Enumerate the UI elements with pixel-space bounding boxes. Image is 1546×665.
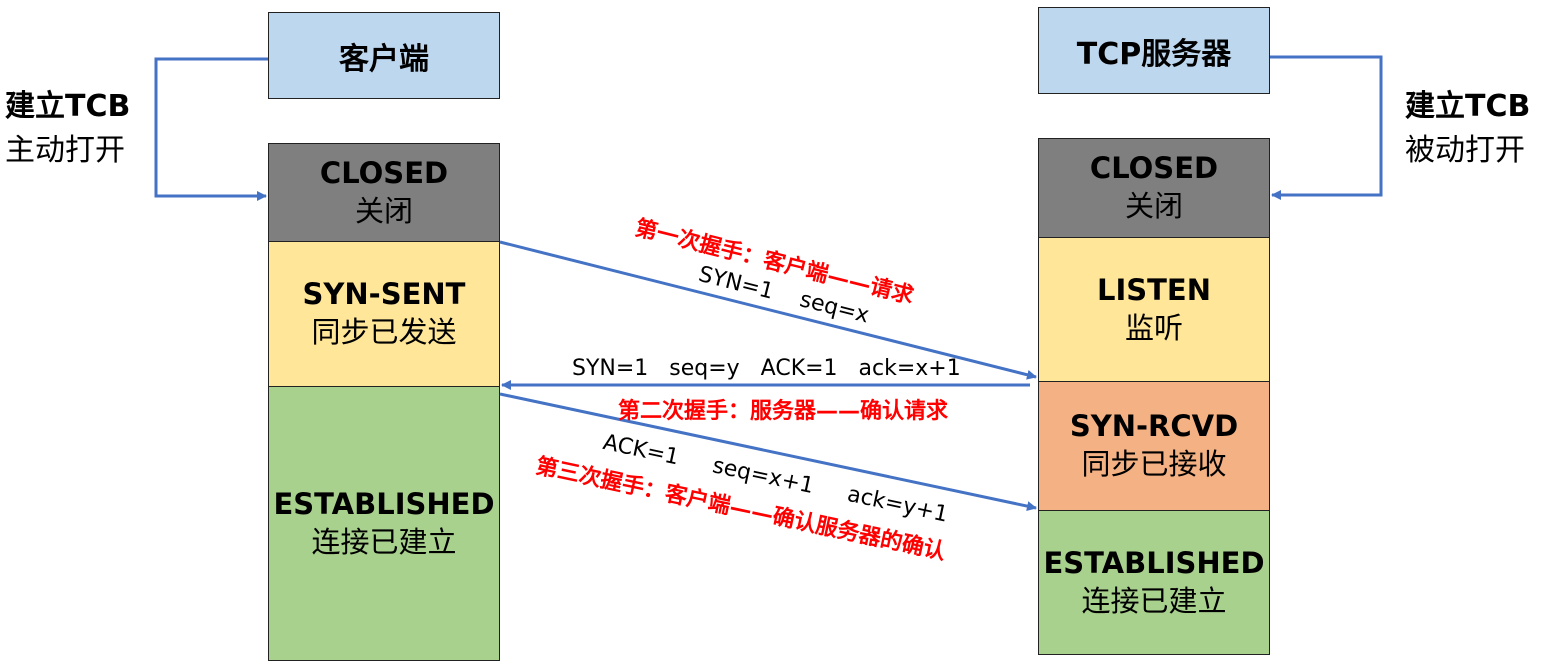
server-state-established: ESTABLISHED 连接已建立: [1038, 510, 1270, 655]
server-state-syn-rcvd-desc: 同步已接收: [1081, 447, 1227, 481]
client-state-closed-desc: 关闭: [354, 193, 413, 228]
client-title: 客户端: [339, 41, 429, 77]
handshake-1-arrow: [499, 240, 1037, 380]
server-header-box: TCP服务器: [1038, 7, 1270, 94]
server-side-label: 建立TCB 被动打开: [1405, 85, 1530, 172]
server-state-listen-name: LISTEN: [1096, 272, 1212, 307]
server-state-established-desc: 连接已建立: [1081, 583, 1227, 618]
server-side-label-line2: 被动打开: [1405, 132, 1525, 168]
client-side-label-line2: 主动打开: [5, 132, 125, 168]
client-state-established-desc: 连接已建立: [311, 524, 457, 559]
client-side-label: 建立TCB 主动打开: [5, 85, 130, 172]
client-state-syn-sent-desc: 同步已发送: [311, 315, 457, 349]
client-state-closed-name: CLOSED: [319, 155, 449, 190]
client-state-syn-sent: SYN-SENT 同步已发送: [268, 241, 500, 387]
client-state-established: ESTABLISHED 连接已建立: [268, 386, 500, 661]
server-state-closed-desc: 关闭: [1124, 189, 1183, 223]
server-title: TCP服务器: [1076, 36, 1232, 72]
server-state-listen: LISTEN 监听: [1038, 237, 1270, 382]
client-state-syn-sent-name: SYN-SENT: [302, 277, 466, 312]
server-side-label-line1: 建立TCB: [1405, 89, 1531, 124]
handshake-2-fields: SYN=1 seq=y ACK=1 ack=x+1: [572, 356, 961, 381]
server-state-syn-rcvd: SYN-RCVD 同步已接收: [1038, 381, 1270, 511]
client-header-box: 客户端: [268, 12, 500, 99]
server-state-listen-desc: 监听: [1124, 310, 1183, 345]
client-state-established-name: ESTABLISHED: [273, 486, 495, 521]
server-state-closed-name: CLOSED: [1089, 151, 1219, 186]
handshake-2-title: 第二次握手：服务器——确认请求: [618, 399, 949, 424]
client-side-label-line1: 建立TCB: [5, 89, 131, 124]
server-open-arrow: [1270, 55, 1383, 200]
server-state-closed: CLOSED 关闭: [1038, 138, 1270, 238]
server-state-syn-rcvd-name: SYN-RCVD: [1069, 409, 1239, 444]
client-open-arrow: [154, 57, 268, 201]
handshake-3-arrow: [499, 392, 1037, 512]
server-state-established-name: ESTABLISHED: [1043, 545, 1265, 580]
